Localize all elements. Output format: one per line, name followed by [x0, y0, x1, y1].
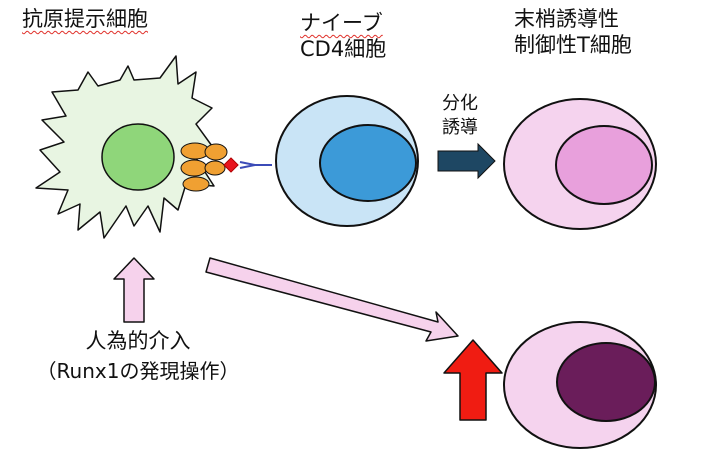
induction-label: 分化 誘導	[442, 92, 478, 140]
intervention-label-line2: （Runx1の発現操作）	[36, 359, 240, 383]
enhancement-arrow	[443, 339, 503, 421]
treg-nucleus	[555, 125, 653, 205]
intervention-path-arrow	[205, 257, 459, 342]
treg-label-line1: 末梢誘導性	[514, 7, 619, 31]
naive-cd4-label: ナイーブ CD4細胞	[300, 10, 386, 62]
antigen-presenting-cell	[35, 55, 215, 239]
apc-nucleus	[101, 123, 175, 191]
induction-label-line1: 分化	[442, 93, 478, 114]
apc-label: 抗原提示細胞	[22, 7, 148, 31]
intervention-label-line1: 人為的介入	[85, 329, 191, 353]
treg-label-line2: 制御性T細胞	[514, 33, 632, 57]
naive-nucleus	[319, 124, 417, 202]
naive-label-line1: ナイーブ	[300, 11, 383, 35]
enhanced-treg-cell	[503, 321, 657, 449]
tcr-receptor-icon	[239, 161, 272, 169]
naive-cd4-cell	[275, 95, 419, 227]
enhanced-treg-nucleus	[556, 342, 656, 422]
intervention-label: 人為的介入 （Runx1の発現操作）	[8, 326, 268, 386]
treg-label: 末梢誘導性 制御性T細胞	[514, 6, 632, 58]
treg-cell	[503, 98, 657, 230]
induction-label-line2: 誘導	[442, 117, 478, 138]
differentiation-arrow	[437, 142, 496, 180]
antigen-icon	[223, 157, 239, 173]
intervention-up-arrow	[113, 257, 155, 323]
naive-label-line2: CD4細胞	[300, 37, 387, 61]
mhc-complex-icon	[180, 142, 228, 192]
